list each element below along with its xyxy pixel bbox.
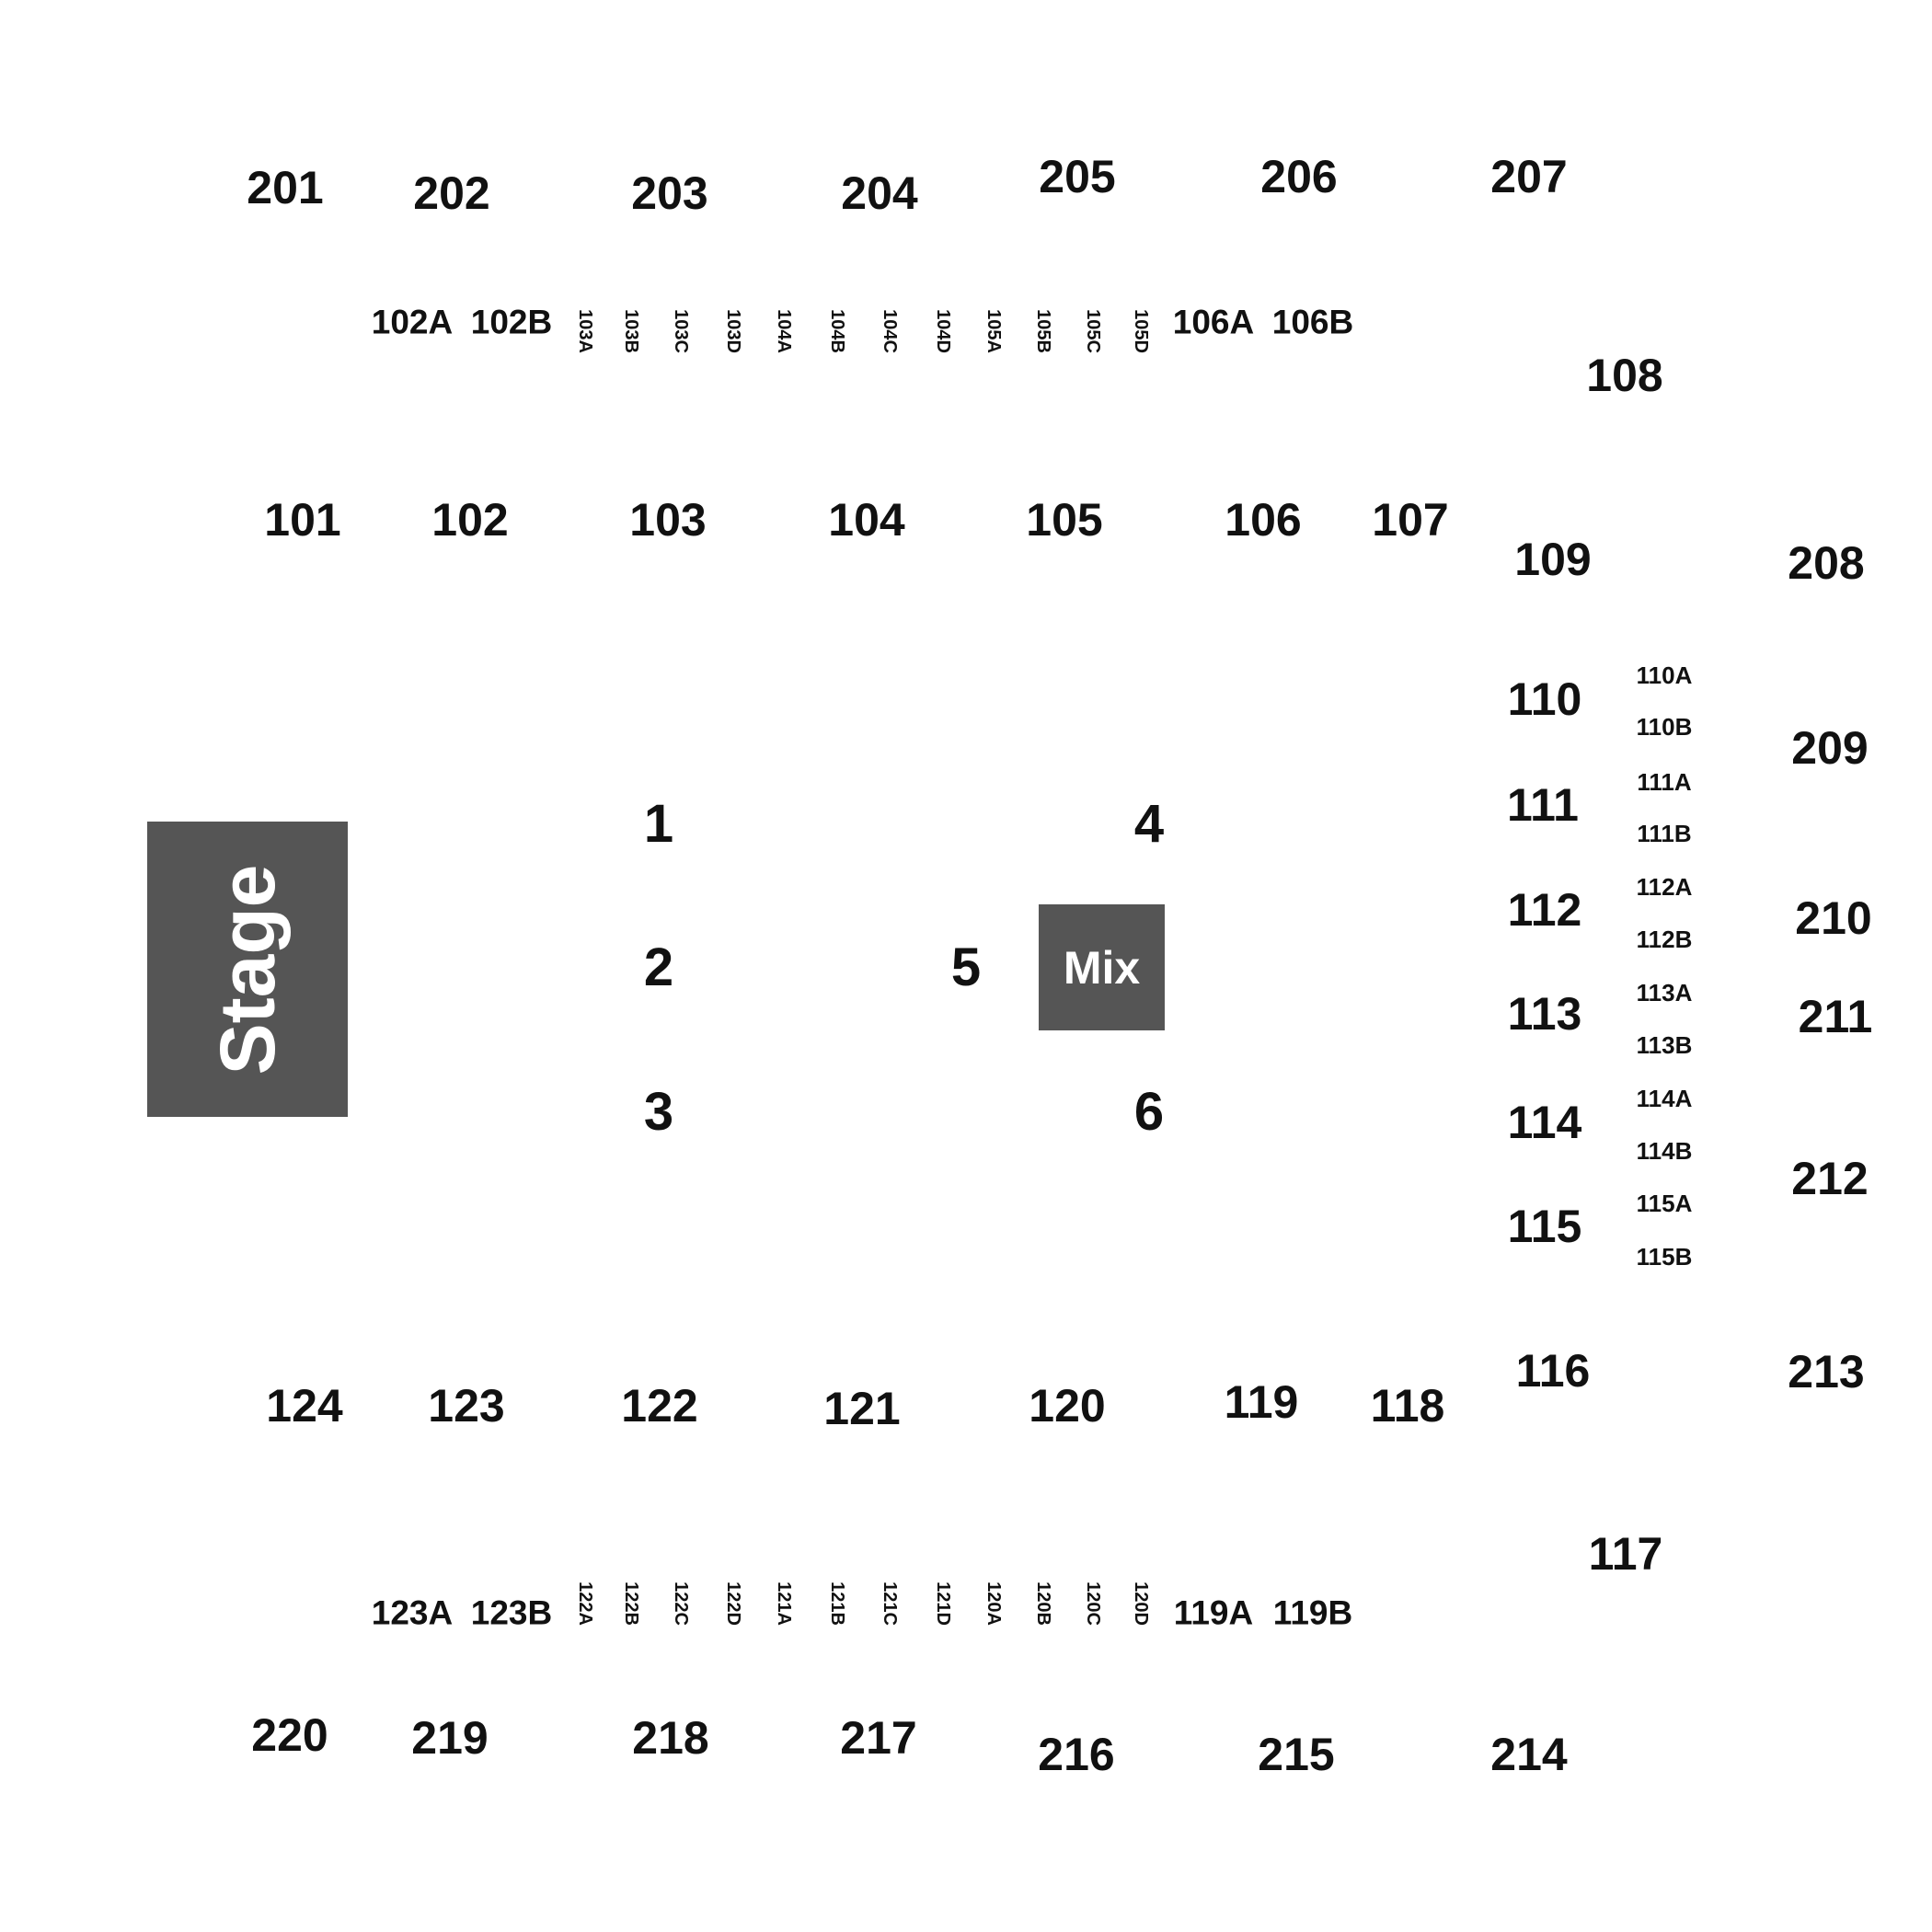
section-122[interactable]: 122 bbox=[621, 1380, 698, 1432]
section-105d[interactable]: 105D bbox=[1131, 309, 1151, 353]
mix-label: Mix bbox=[1063, 941, 1141, 994]
section-122a[interactable]: 122A bbox=[575, 1581, 595, 1626]
section-120c[interactable]: 120C bbox=[1083, 1581, 1103, 1626]
section-208[interactable]: 208 bbox=[1788, 537, 1865, 589]
section-113[interactable]: 113 bbox=[1507, 988, 1582, 1040]
section-110[interactable]: 110 bbox=[1507, 673, 1582, 725]
section-121[interactable]: 121 bbox=[823, 1383, 901, 1434]
section-103d[interactable]: 103D bbox=[723, 309, 743, 353]
section-111b[interactable]: 111B bbox=[1637, 820, 1692, 847]
section-103[interactable]: 103 bbox=[629, 494, 707, 546]
section-102[interactable]: 102 bbox=[431, 494, 509, 546]
section-122d[interactable]: 122D bbox=[723, 1581, 743, 1626]
floor-section-4[interactable]: 4 bbox=[1133, 794, 1165, 854]
section-115a[interactable]: 115A bbox=[1636, 1190, 1693, 1217]
section-101[interactable]: 101 bbox=[264, 494, 341, 546]
mix-position-block: Mix bbox=[1039, 904, 1165, 1030]
section-214[interactable]: 214 bbox=[1490, 1729, 1568, 1780]
section-213[interactable]: 213 bbox=[1788, 1346, 1865, 1397]
section-114[interactable]: 114 bbox=[1507, 1097, 1582, 1148]
section-113b[interactable]: 113B bbox=[1636, 1031, 1693, 1059]
section-115b[interactable]: 115B bbox=[1636, 1243, 1693, 1271]
section-105b[interactable]: 105B bbox=[1033, 309, 1053, 353]
section-211[interactable]: 211 bbox=[1798, 991, 1873, 1042]
section-112[interactable]: 112 bbox=[1507, 884, 1582, 936]
section-107[interactable]: 107 bbox=[1372, 494, 1449, 546]
section-120[interactable]: 120 bbox=[1029, 1380, 1106, 1432]
section-120b[interactable]: 120B bbox=[1033, 1581, 1053, 1626]
section-201[interactable]: 201 bbox=[247, 162, 324, 213]
section-104[interactable]: 104 bbox=[828, 494, 905, 546]
floor-section-1[interactable]: 1 bbox=[643, 794, 674, 854]
section-209[interactable]: 209 bbox=[1791, 722, 1869, 774]
section-112b[interactable]: 112B bbox=[1636, 926, 1693, 953]
section-220[interactable]: 220 bbox=[251, 1709, 328, 1761]
section-102a[interactable]: 102A bbox=[371, 303, 454, 341]
section-112a[interactable]: 112A bbox=[1636, 873, 1693, 901]
section-111a[interactable]: 111A bbox=[1637, 768, 1692, 796]
section-204[interactable]: 204 bbox=[841, 167, 918, 219]
section-205[interactable]: 205 bbox=[1039, 151, 1116, 202]
section-116[interactable]: 116 bbox=[1515, 1345, 1591, 1397]
section-118[interactable]: 118 bbox=[1370, 1380, 1445, 1432]
section-104d[interactable]: 104D bbox=[933, 309, 953, 353]
section-218[interactable]: 218 bbox=[632, 1712, 709, 1764]
section-117[interactable]: 117 bbox=[1588, 1528, 1663, 1580]
section-215[interactable]: 215 bbox=[1258, 1729, 1335, 1780]
section-206[interactable]: 206 bbox=[1260, 151, 1338, 202]
floor-section-6[interactable]: 6 bbox=[1133, 1082, 1165, 1142]
section-108[interactable]: 108 bbox=[1586, 350, 1663, 401]
section-110a[interactable]: 110A bbox=[1636, 661, 1693, 689]
section-103b[interactable]: 103B bbox=[621, 309, 641, 353]
section-207[interactable]: 207 bbox=[1490, 151, 1568, 202]
floor-section-5[interactable]: 5 bbox=[950, 937, 982, 997]
section-103a[interactable]: 103A bbox=[575, 309, 595, 353]
section-120a[interactable]: 120A bbox=[983, 1581, 1004, 1626]
stage-label: Stage bbox=[204, 864, 291, 1075]
section-119[interactable]: 119 bbox=[1224, 1376, 1299, 1428]
section-114a[interactable]: 114A bbox=[1636, 1085, 1693, 1112]
section-110b[interactable]: 110B bbox=[1636, 713, 1693, 741]
section-202[interactable]: 202 bbox=[413, 167, 490, 219]
section-121d[interactable]: 121D bbox=[933, 1581, 953, 1626]
section-121c[interactable]: 121C bbox=[880, 1581, 900, 1626]
floor-section-3[interactable]: 3 bbox=[643, 1082, 674, 1142]
section-203[interactable]: 203 bbox=[631, 167, 708, 219]
section-103c[interactable]: 103C bbox=[671, 309, 691, 353]
section-114b[interactable]: 114B bbox=[1636, 1137, 1693, 1165]
section-124[interactable]: 124 bbox=[266, 1380, 343, 1432]
section-219[interactable]: 219 bbox=[411, 1712, 489, 1764]
section-111[interactable]: 111 bbox=[1507, 779, 1579, 831]
section-105[interactable]: 105 bbox=[1026, 494, 1103, 546]
section-104c[interactable]: 104C bbox=[880, 309, 900, 353]
section-121a[interactable]: 121A bbox=[774, 1581, 794, 1626]
section-123[interactable]: 123 bbox=[428, 1380, 505, 1432]
section-216[interactable]: 216 bbox=[1038, 1729, 1115, 1780]
section-122c[interactable]: 122C bbox=[671, 1581, 691, 1626]
section-217[interactable]: 217 bbox=[840, 1712, 917, 1764]
floor-section-2[interactable]: 2 bbox=[643, 937, 674, 997]
section-104a[interactable]: 104A bbox=[774, 309, 794, 353]
section-210[interactable]: 210 bbox=[1795, 892, 1872, 944]
section-106a[interactable]: 106A bbox=[1172, 303, 1255, 341]
section-105a[interactable]: 105A bbox=[983, 309, 1004, 353]
section-106b[interactable]: 106B bbox=[1271, 303, 1354, 341]
section-113a[interactable]: 113A bbox=[1636, 979, 1693, 1006]
section-120d[interactable]: 120D bbox=[1131, 1581, 1151, 1626]
section-121b[interactable]: 121B bbox=[827, 1581, 847, 1626]
section-109[interactable]: 109 bbox=[1514, 534, 1592, 585]
section-119a[interactable]: 119A bbox=[1173, 1593, 1254, 1632]
section-115[interactable]: 115 bbox=[1507, 1201, 1582, 1252]
section-212[interactable]: 212 bbox=[1791, 1153, 1869, 1204]
section-123b[interactable]: 123B bbox=[470, 1593, 553, 1632]
section-102b[interactable]: 102B bbox=[470, 303, 553, 341]
section-104b[interactable]: 104B bbox=[827, 309, 847, 353]
section-105c[interactable]: 105C bbox=[1083, 309, 1103, 353]
section-123a[interactable]: 123A bbox=[371, 1593, 454, 1632]
stage-block: Stage bbox=[147, 822, 348, 1117]
section-122b[interactable]: 122B bbox=[621, 1581, 641, 1626]
section-119b[interactable]: 119B bbox=[1272, 1593, 1353, 1632]
section-106[interactable]: 106 bbox=[1225, 494, 1302, 546]
